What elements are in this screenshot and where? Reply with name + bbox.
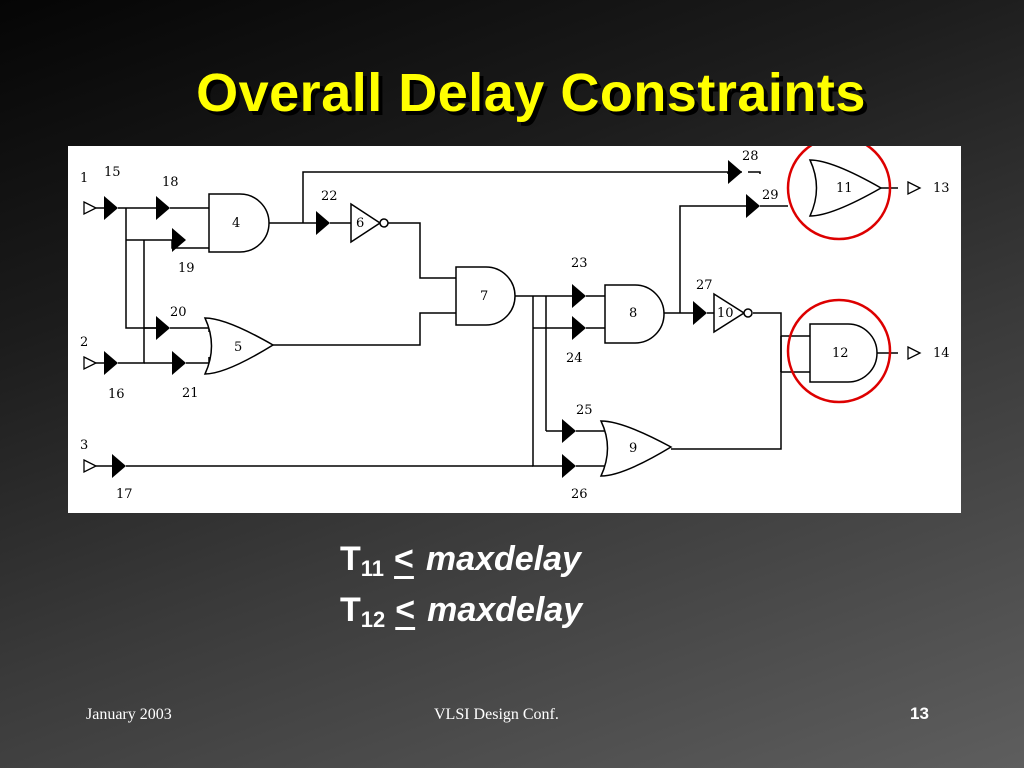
constraint-t12-rhs: maxdelay	[427, 591, 583, 629]
gate-label-7: 7	[480, 289, 488, 304]
gate-label-10: 10	[717, 306, 734, 321]
label-18: 18	[162, 175, 179, 190]
footer-date: January 2003	[86, 706, 172, 723]
constraint-t11-op: <	[394, 540, 414, 578]
gate-label-4: 4	[232, 216, 240, 231]
label-15: 15	[104, 165, 121, 180]
label-28: 28	[742, 149, 759, 164]
constraint-t11-sub: 11	[360, 556, 385, 581]
footer-conference: VLSI Design Conf.	[434, 706, 559, 723]
io-ports	[83, 180, 922, 474]
label-21: 21	[182, 386, 199, 401]
label-20: 20	[170, 305, 187, 320]
label-14: 14	[933, 346, 950, 361]
slide-title: Overall Delay Constraints	[196, 63, 866, 123]
constraint-t12-sub: 12	[360, 607, 386, 632]
constraint-t12: T12 < maxdelay	[340, 591, 582, 641]
labels: 1 2 3 15 16 17 18 19 20 21 22 23 24 25 2…	[80, 149, 950, 502]
buffers	[104, 160, 760, 478]
label-22: 22	[321, 189, 338, 204]
label-23: 23	[571, 256, 588, 271]
label-3: 3	[80, 438, 88, 453]
label-19: 19	[178, 261, 195, 276]
gates	[203, 159, 883, 477]
highlight-circle-11	[786, 146, 892, 241]
circuit-svg: 1 2 3 15 16 17 18 19 20 21 22 23 24 25 2…	[80, 146, 950, 502]
gate-label-6: 6	[356, 216, 364, 231]
constraint-t11: T11 < maxdelay	[340, 540, 581, 590]
gate-label-5: 5	[234, 340, 242, 355]
constraint-t11-var: T	[340, 540, 361, 578]
gate-label-11: 11	[836, 181, 853, 196]
label-29: 29	[762, 188, 779, 203]
gate-label-9: 9	[629, 441, 637, 456]
highlights	[786, 146, 892, 404]
constraint-t12-var: T	[340, 591, 361, 629]
constraint-t11-rhs: maxdelay	[425, 540, 581, 578]
gate-label-12: 12	[832, 346, 849, 361]
constraint-t12-op: <	[395, 591, 416, 629]
label-13: 13	[933, 181, 950, 196]
highlight-circle-12	[786, 298, 892, 404]
label-17: 17	[116, 487, 133, 502]
label-1: 1	[80, 171, 88, 186]
label-26: 26	[571, 487, 588, 502]
label-27: 27	[696, 278, 713, 293]
gate-label-8: 8	[629, 306, 637, 321]
label-24: 24	[566, 351, 583, 366]
label-16: 16	[108, 387, 125, 402]
label-2: 2	[80, 335, 88, 350]
label-25: 25	[576, 403, 593, 418]
circuit-diagram: 1 2 3 15 16 17 18 19 20 21 22 23 24 25 2…	[68, 146, 961, 513]
footer-page-number: 13	[910, 704, 929, 723]
